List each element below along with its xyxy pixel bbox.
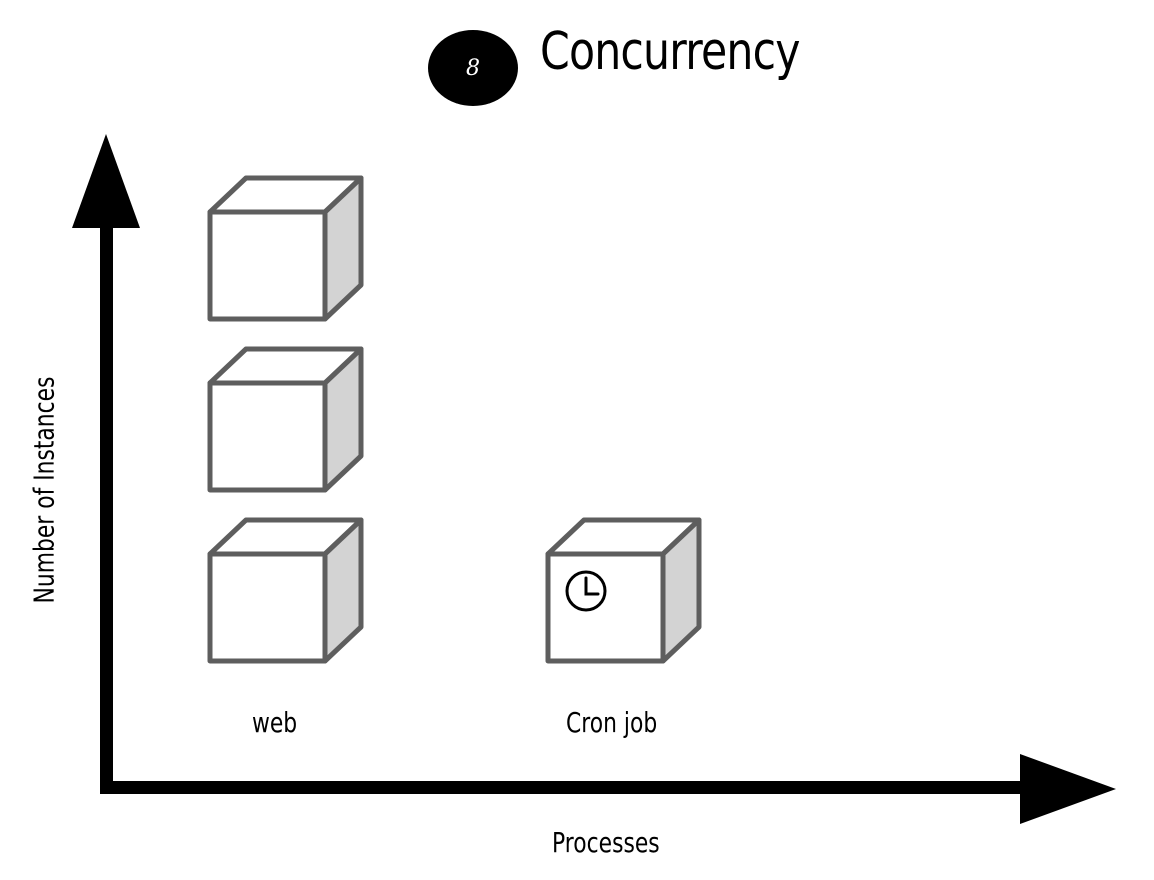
web-instance-box (207, 517, 364, 664)
page-title: Concurrency (540, 22, 800, 82)
y-axis (72, 134, 140, 794)
box-front-face (207, 209, 328, 322)
y-axis-arrowhead (72, 134, 140, 228)
box-front-face (207, 551, 328, 664)
x-axis-arrowhead (1020, 754, 1116, 824)
clock-icon (565, 570, 607, 612)
section-number: 8 (466, 55, 480, 81)
clock-hands (584, 576, 600, 596)
y-axis-label: Number of Instances (27, 376, 61, 604)
y-axis-line (100, 210, 113, 794)
x-axis-label: Processes (552, 826, 660, 859)
box-front-face (207, 380, 328, 493)
process-label-cron-job: Cron job (566, 706, 658, 739)
web-instance-box (207, 175, 364, 322)
x-axis-line (100, 781, 1040, 794)
cron-job-instance-box (545, 517, 702, 664)
box-front-face (545, 551, 666, 664)
clock-face (565, 570, 607, 612)
web-instance-box (207, 346, 364, 493)
x-axis (100, 754, 1116, 824)
process-label-web: web (252, 706, 298, 739)
section-number-badge: 8 (428, 30, 518, 106)
